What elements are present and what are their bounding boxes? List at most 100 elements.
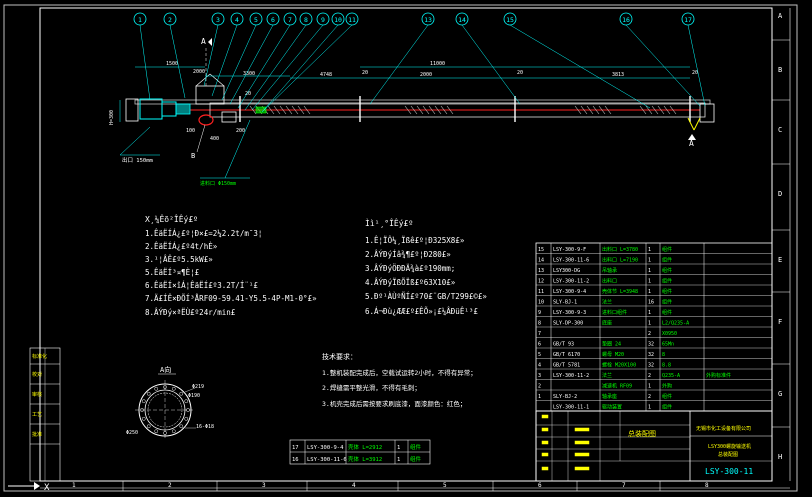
zone-number-5: 5 [443, 482, 447, 489]
bom-cell-6-3: 1 [648, 310, 651, 316]
outlet-end [699, 103, 715, 123]
zone-number-1: 1 [72, 482, 76, 489]
bom-cell-3-1: LSY-300-11-2 [553, 279, 589, 285]
bom-cell-5-1: SLY-BJ-1 [553, 300, 577, 306]
svg-text:X: X [44, 483, 50, 493]
tech-req-line-1: 2.焊缝需平整光滑，不得有毛刺； [322, 383, 421, 392]
tech-req-line-0: 1.整机装配完成后，空载试运转2小时，不得有异常； [322, 368, 477, 377]
dim-1: 1500 [166, 61, 178, 67]
balloon-15: 15 [503, 12, 651, 109]
bom-cell-14-0: 1 [538, 394, 541, 400]
tech-req-title: 技术要求： [322, 352, 357, 361]
bom-cell-4-0: 11 [538, 289, 544, 295]
spec-right-line-0: 1.Ê¦ÏÔ¼¸Ïßê£º¦Ð325X8£» [365, 236, 465, 245]
svg-text:2: 2 [168, 16, 172, 24]
zone-number-7: 7 [622, 482, 626, 489]
zone-number-3: 3 [262, 482, 266, 489]
bom-cell-9-1: GB/T 93 [553, 342, 574, 348]
bom-cell-13-2: 减速机 RF09 [602, 383, 632, 390]
bom-cell-1-3: 1 [648, 258, 651, 264]
bom-cell-9-3: 32 [648, 342, 654, 348]
bom-cell-10-1: GB/T 6170 [553, 352, 580, 358]
bom-cell-14-2: 轴承座 [602, 393, 617, 400]
bom-cell-9-0: 6 [538, 342, 541, 348]
zone-letter-A: A [778, 12, 783, 20]
bom-cell-9-2: 垫圈 24 [602, 341, 621, 348]
bom-cell-4-3: 1 [648, 289, 651, 295]
svg-text:15: 15 [506, 16, 514, 24]
section-a-bottom: A [689, 139, 694, 148]
bom-cell-11-2: 螺栓 M20X100 [602, 362, 636, 369]
bom-cell-0-2: 出料口 L=3780 [602, 246, 638, 253]
dim-4: 11000 [430, 61, 445, 67]
svg-text:8: 8 [304, 16, 308, 24]
balloon-6: 6 [229, 12, 280, 105]
b-mark: B [191, 152, 195, 160]
title-block-drawing-no: LSY-300-11 [705, 467, 753, 476]
bom-cell-2-1: LSY300-DG [553, 268, 580, 274]
spec-left-line-3: 5.ÊäËÍ³¤¶È¦£ [145, 268, 200, 277]
zone-letter-E: E [778, 256, 782, 264]
bom-cell-8-3: 2 [648, 331, 651, 337]
balloon-7: 7 [237, 12, 297, 109]
zone-number-8: 8 [705, 482, 709, 489]
bom-cell-2-2: 吊轴承 [602, 267, 617, 274]
dim-left: H=300 [109, 110, 115, 125]
title-block-sub: 总装配图 [718, 451, 738, 458]
mid-cell-0-1: LSY-300-9-4 [307, 445, 344, 451]
title-block-label: 总装配图 [628, 429, 656, 438]
spec-right-line-1: 2.ÂÝÐýÍâ¾¶£º¦Ð280£» [365, 250, 451, 259]
mid-cell-0-0: 17 [292, 445, 299, 451]
bom-cell-6-4: 组件 [662, 309, 672, 316]
bom-cell-7-1: SLY-DP-300 [553, 321, 583, 327]
zone-number-4: 4 [352, 482, 356, 489]
svg-text:9: 9 [321, 16, 325, 24]
bom-cell-5-4: 组件 [662, 299, 672, 306]
dim-8: 400 [210, 136, 219, 142]
left-strip-0: 标准化 [32, 353, 47, 360]
mid-cell-0-2: 壳体 L=2912 [348, 443, 382, 451]
bom-cell-13-4: 外购 [662, 383, 672, 390]
motor [139, 98, 163, 120]
balloon-10: 10 [261, 12, 345, 113]
bom-cell-4-1: LSY-300-9-4 [553, 289, 586, 295]
mid-cell-1-0: 16 [292, 457, 299, 463]
zone-letter-B: B [778, 66, 782, 74]
mid-cell-1-4: 组件 [410, 455, 422, 463]
spec-left-line-2: 3.¹¦ÂÊ£º5.5kW£» [145, 255, 213, 264]
bom-cell-3-2: 出料口 [602, 278, 617, 285]
svg-text:7: 7 [288, 16, 292, 24]
bom-cell-2-0: 13 [538, 268, 544, 274]
bom-cell-2-4: 组件 [662, 267, 672, 274]
bom-cell-8-0: 7 [538, 331, 541, 337]
left-strip-2: 审核 [32, 391, 42, 398]
spec-right-title: Ìì¹¸°ÎÊý£º [365, 217, 413, 228]
svg-text:Φ250: Φ250 [126, 430, 138, 436]
balloon-11: 11 [261, 12, 359, 113]
bom-cell-14-1: SLY-BJ-2 [553, 394, 577, 400]
spec-right-line-3: 4.ÂÝÐýÏßÕÏß£º63X10£» [365, 278, 456, 287]
bom-cell-7-2: 底座 [602, 320, 612, 327]
bom-cell-0-4: 组件 [662, 246, 672, 253]
balloon-13: 13 [369, 12, 435, 105]
bom-cell-3-0: 12 [538, 279, 544, 285]
balloon-4: 4 [211, 12, 244, 97]
title-block-name: LSY300螺旋输送机 [708, 443, 751, 450]
dim-2: 3300 [243, 71, 255, 77]
bom-cell-12-3: 2 [648, 373, 651, 379]
bom-cell-10-0: 5 [538, 352, 541, 358]
left-strip-3: 工艺 [32, 412, 42, 418]
casing-top-line [134, 99, 711, 105]
svg-text:11: 11 [348, 16, 356, 24]
svg-text:14: 14 [458, 16, 466, 24]
dim-9: 100 [186, 128, 195, 134]
bom-cell-6-0: 9 [538, 310, 541, 316]
tech-req-line-2: 3.机壳完成后需按要求刷底漆，面漆颜色：红色； [322, 399, 466, 408]
spec-left-line-5: 7.Ä£ÍÊ×ÐÕÍ³ÅRF09-59.41-Y5.5-4P-M1-0°£» [145, 294, 317, 303]
dim-13: 20 [692, 70, 698, 76]
bom-cell-1-2: 出料口 L=7190 [602, 257, 638, 264]
balloon-17: 17 [681, 12, 706, 107]
